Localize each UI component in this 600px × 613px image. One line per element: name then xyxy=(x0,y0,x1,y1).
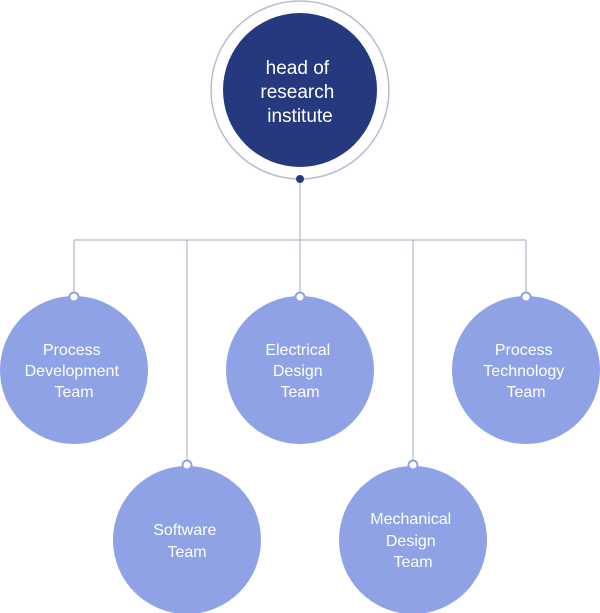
team-label-line: Technology xyxy=(483,363,564,380)
team-label-line: Electrical xyxy=(265,342,330,359)
team-label-line: Team xyxy=(167,544,206,561)
team-label-line: Design xyxy=(273,363,323,380)
team-label: Electrical Design Team xyxy=(265,342,334,401)
team-connector-dot xyxy=(294,291,306,303)
team-label-line: Process xyxy=(495,342,553,359)
root-circle xyxy=(223,13,377,167)
team-label: Software Team xyxy=(153,522,221,561)
root-label: head of research institute xyxy=(260,58,339,127)
root-connector-dot xyxy=(296,175,304,183)
team-circle xyxy=(226,296,374,444)
team-connector-dot xyxy=(181,459,193,471)
root-label-line: head of xyxy=(266,58,330,79)
team-label-line: Design xyxy=(386,533,436,550)
team-label-line: Team xyxy=(393,554,432,571)
team-label-line: Software xyxy=(153,522,216,539)
team-circle xyxy=(452,296,600,444)
team-connector-dot xyxy=(407,459,419,471)
team-label-line: Team xyxy=(506,384,545,401)
team-label-line: Team xyxy=(280,384,319,401)
team-connector-dot xyxy=(68,291,80,303)
team-label-line: Process xyxy=(43,342,101,359)
connector-lines xyxy=(73,180,527,465)
team-label: Mechanical Design Team xyxy=(370,511,455,571)
team-node-process-technology: Process Technology Team xyxy=(452,291,600,444)
team-label-line: Mechanical xyxy=(370,511,451,528)
root-node: head of research institute xyxy=(210,0,390,183)
team-label-line: Development xyxy=(25,363,120,380)
team-circle xyxy=(113,466,261,613)
team-label-line: Team xyxy=(54,384,93,401)
team-label: Process Development Team xyxy=(25,342,124,401)
team-node-process-development: Process Development Team xyxy=(0,291,148,444)
team-node-electrical-design: Electrical Design Team xyxy=(226,291,374,444)
team-connector-dot xyxy=(520,291,532,303)
team-node-mechanical-design: Mechanical Design Team xyxy=(339,459,487,613)
root-label-line: institute xyxy=(267,106,332,127)
team-node-software: Software Team xyxy=(113,459,261,613)
team-circle xyxy=(0,296,148,444)
root-label-line: research xyxy=(260,82,334,103)
team-circle xyxy=(339,466,487,613)
team-label: Process Technology Team xyxy=(483,342,568,401)
